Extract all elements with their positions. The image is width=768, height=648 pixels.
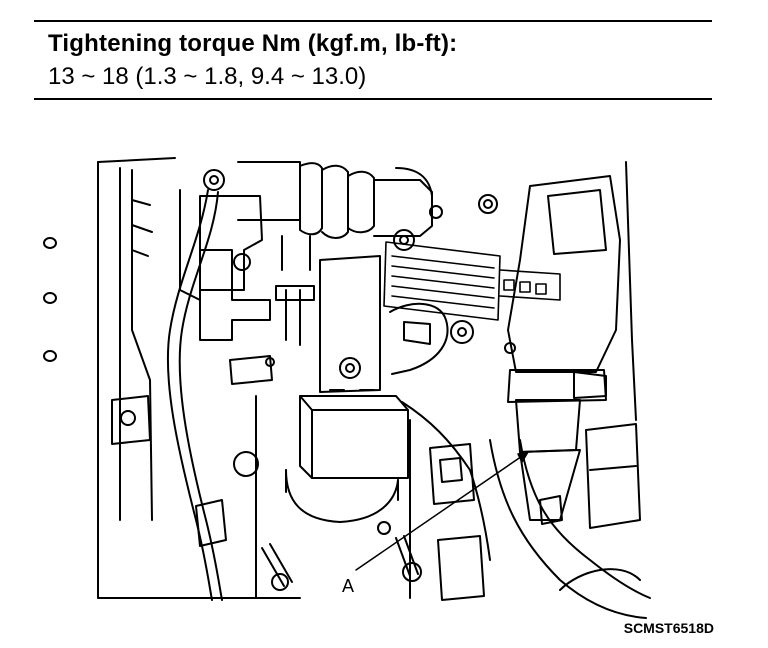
- wire-harness-left: [166, 189, 227, 601]
- callout-a-label: A: [342, 576, 354, 596]
- control-module: [299, 389, 409, 479]
- illustration-frame: [97, 157, 637, 599]
- top-bracket: [179, 169, 263, 301]
- torque-spec-title: Tightening torque Nm (kgf.m, lb-ft):: [48, 30, 458, 57]
- torque-spec-value: 13 ~ 18 (1.3 ~ 1.8, 9.4 ~ 13.0): [48, 63, 367, 90]
- figure-code: SCMST6518D: [623, 620, 714, 636]
- top-rule: [34, 20, 712, 22]
- side-holes: [43, 237, 57, 362]
- bottom-rule: [34, 98, 712, 100]
- left-frame-rail: [111, 167, 153, 521]
- pedal-bracket: [199, 249, 275, 385]
- connector-block: [539, 423, 641, 529]
- louver-plate: [383, 241, 561, 321]
- callout-a-leader: [355, 451, 529, 571]
- steering-shaft: [275, 235, 381, 393]
- wire-harness-right: [401, 401, 651, 619]
- lower-column-cover: [233, 395, 411, 599]
- upper-column-boot: [237, 161, 433, 239]
- mount-bolts: [393, 194, 498, 344]
- lower-switch: [429, 443, 485, 601]
- lower-bolts: [261, 521, 422, 591]
